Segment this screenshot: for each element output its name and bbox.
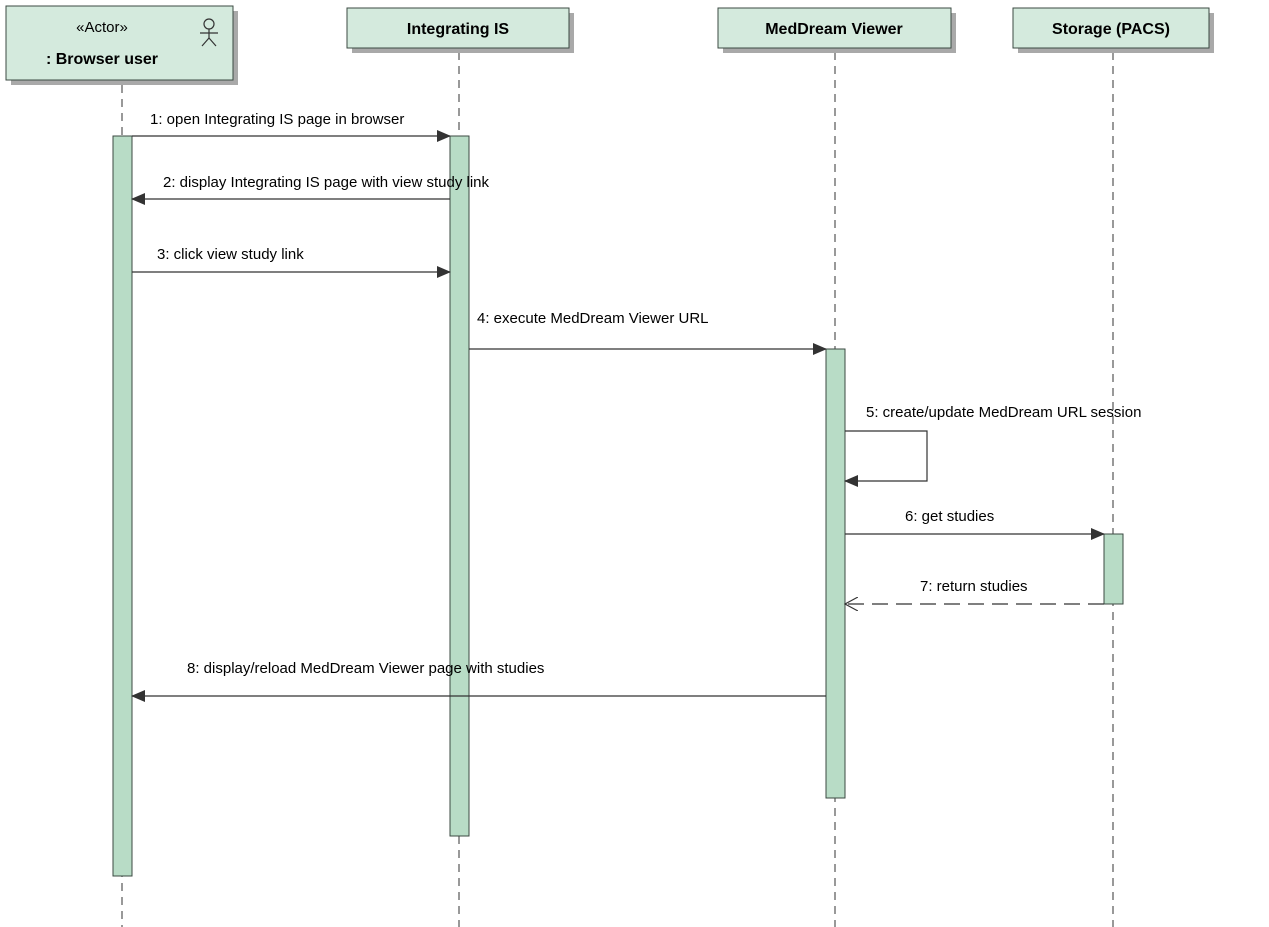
lifeline-name-integrating: Integrating IS [407, 21, 510, 38]
lifeline-name-viewer: MedDream Viewer [765, 21, 903, 38]
activation-integrating [449, 135, 470, 837]
lifeline-head-browser[interactable]: «Actor» : Browser user [5, 5, 238, 85]
message-7[interactable]: 7: return studies [845, 578, 1104, 604]
message-3[interactable]: 3: click view study link [132, 246, 451, 278]
lifeline-name-storage: Storage (PACS) [1052, 21, 1170, 38]
activation-viewer [825, 348, 846, 799]
message-5[interactable]: 5: create/update MedDream URL session [844, 404, 1141, 487]
head-box [5, 5, 234, 81]
lifeline-head-viewer[interactable]: MedDream Viewer [717, 7, 956, 53]
message-label: 1: open Integrating IS page in browser [150, 111, 404, 128]
actor-icon [200, 18, 218, 47]
head-box [717, 7, 952, 49]
message-arrow [844, 430, 928, 487]
message-label: 7: return studies [920, 578, 1028, 595]
lifeline-name-browser: : Browser user [46, 51, 158, 68]
message-label: 6: get studies [905, 508, 994, 525]
lifeline-heads: «Actor» : Browser user Integrating IS Me… [5, 5, 1214, 85]
activation-storage [1103, 533, 1124, 605]
message-4[interactable]: 4: execute MedDream Viewer URL [469, 310, 827, 355]
message-label: 5: create/update MedDream URL session [866, 404, 1141, 421]
actor-stereotype: «Actor» [76, 19, 128, 36]
message-label: 4: execute MedDream Viewer URL [477, 310, 709, 327]
lifeline-head-integrating[interactable]: Integrating IS [346, 7, 574, 53]
message-8[interactable]: 8: display/reload MedDream Viewer page w… [131, 660, 826, 702]
messages: 1: open Integrating IS page in browser 2… [131, 111, 1141, 702]
message-label: 2: display Integrating IS page with view… [163, 174, 490, 191]
message-2[interactable]: 2: display Integrating IS page with view… [131, 174, 490, 205]
message-label: 8: display/reload MedDream Viewer page w… [187, 660, 544, 677]
lifeline-head-storage[interactable]: Storage (PACS) [1012, 7, 1214, 53]
activation-browser [112, 135, 133, 877]
head-box [346, 7, 570, 49]
head-box [1012, 7, 1210, 49]
activation-bars [112, 135, 1124, 877]
message-1[interactable]: 1: open Integrating IS page in browser [132, 111, 451, 142]
message-label: 3: click view study link [157, 246, 304, 263]
message-6[interactable]: 6: get studies [845, 508, 1105, 540]
